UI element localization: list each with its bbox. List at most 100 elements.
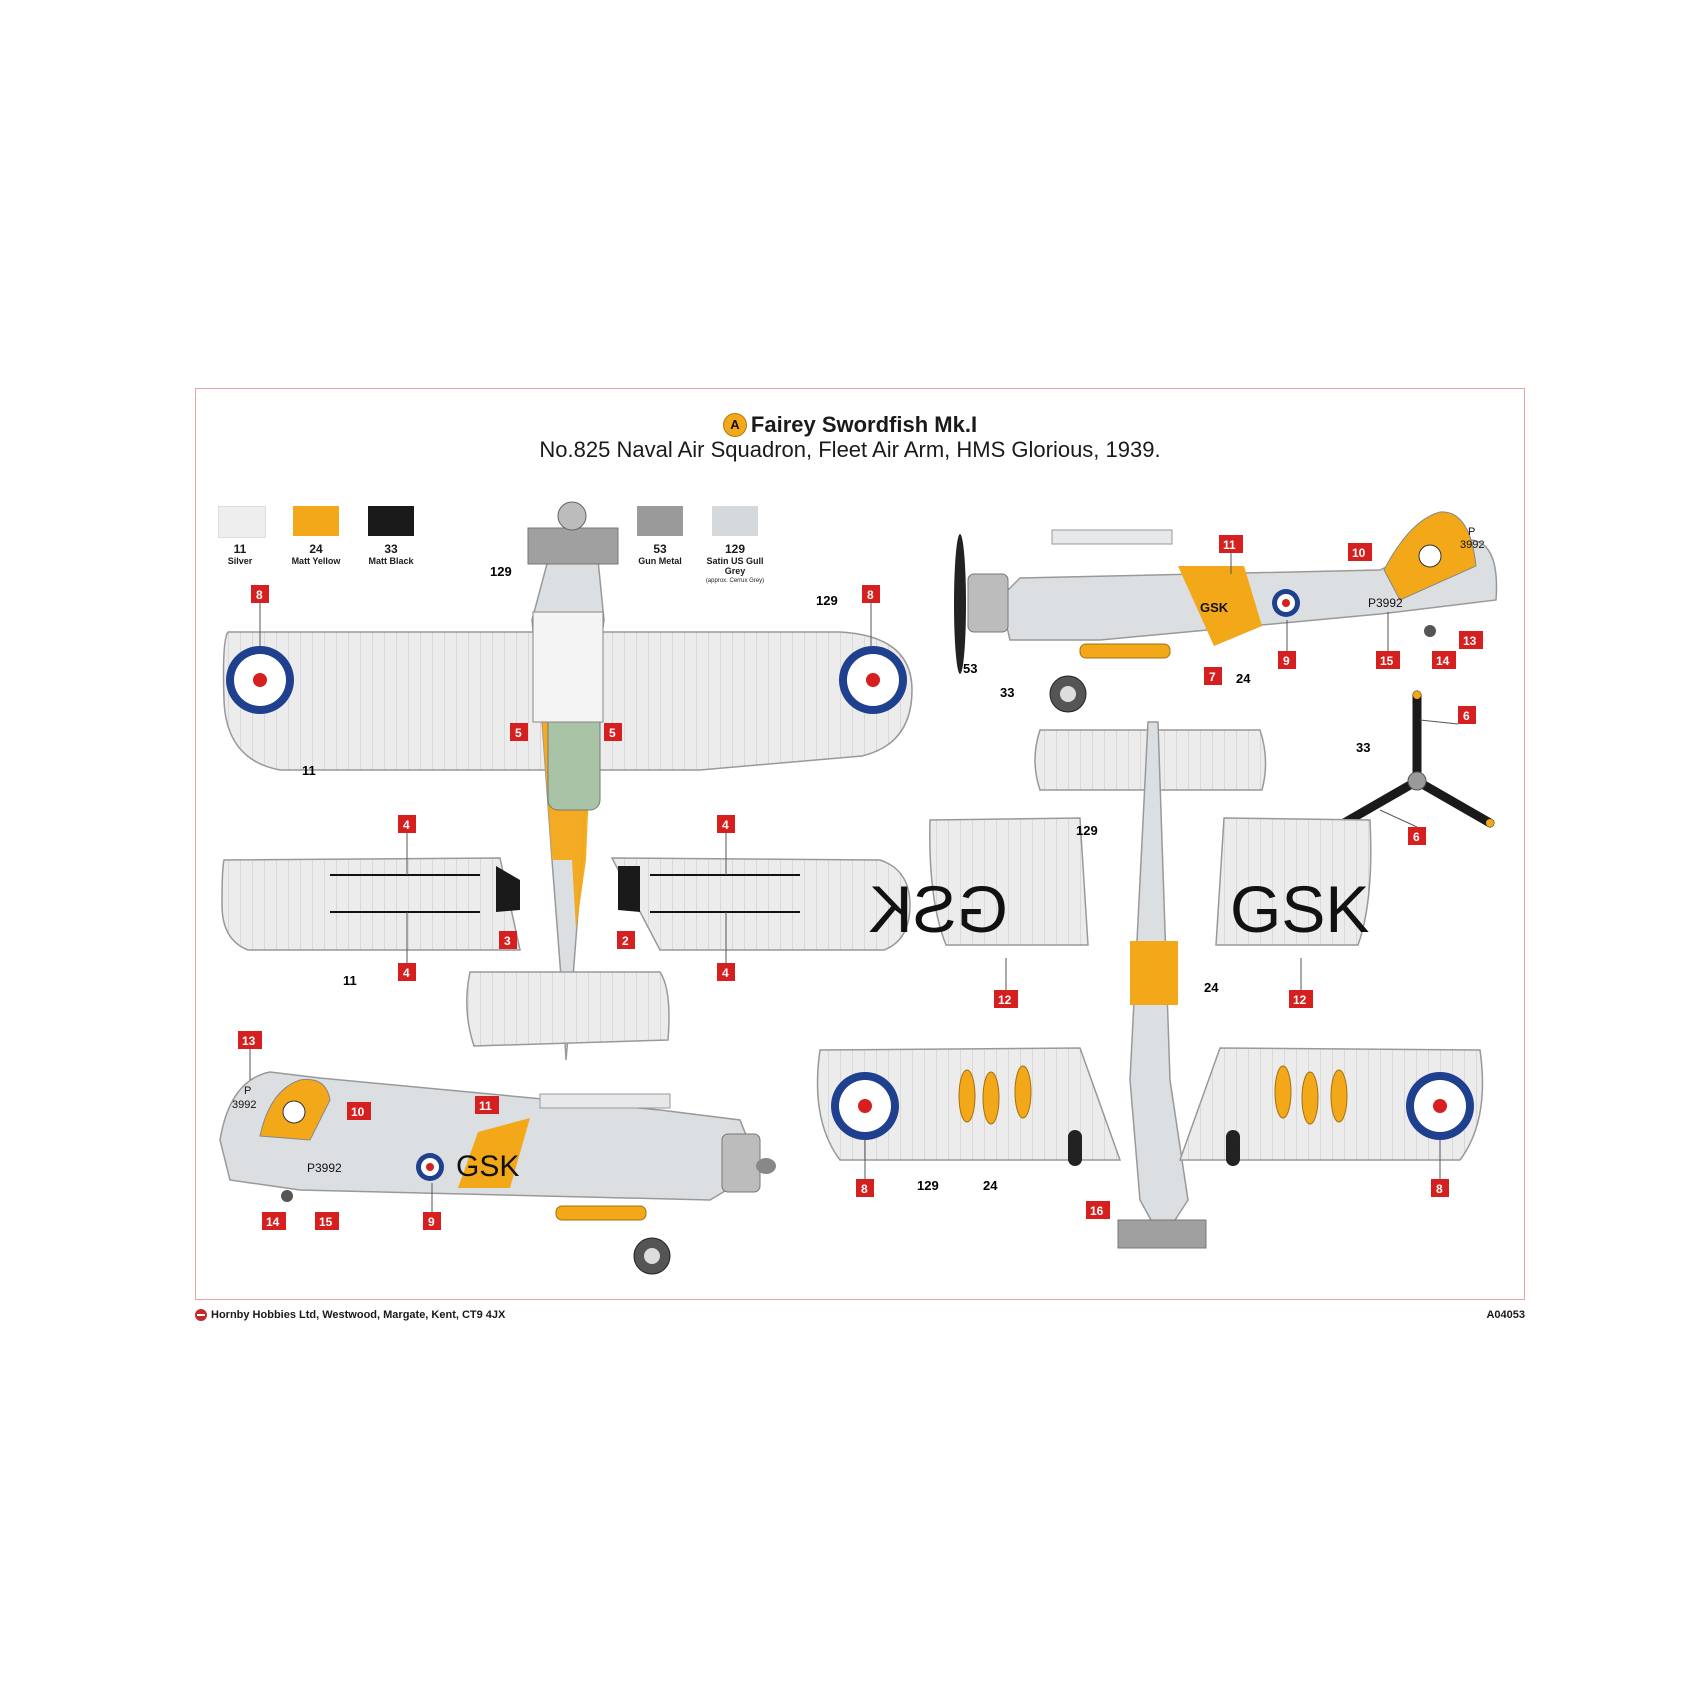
- leader-lines: [249, 553, 1459, 1212]
- callout-8-under-left: 8: [856, 1179, 874, 1197]
- port-upper-wing: [1051, 529, 1173, 545]
- under-wheel-left: [1068, 1130, 1082, 1166]
- swatch-num-black: 33: [384, 542, 398, 556]
- swatch-yellow: [293, 506, 339, 536]
- svg-text:8: 8: [867, 588, 874, 602]
- callout-8-under-right: 8: [1431, 1179, 1449, 1197]
- under-bombs-right: [1274, 1065, 1348, 1125]
- port-fuselage-roundel: [1272, 589, 1300, 617]
- top-engine: [527, 527, 619, 565]
- top-spinner: [557, 501, 587, 531]
- lower-wing-left: [221, 857, 521, 951]
- callout-13-port: 13: [1459, 631, 1483, 649]
- under-wheel-right: [1226, 1130, 1240, 1166]
- svg-text:2: 2: [622, 934, 629, 948]
- svg-text:10: 10: [351, 1105, 365, 1119]
- airfix-logo-icon: [195, 1309, 207, 1321]
- callout-8-top-right: 8: [862, 585, 880, 603]
- prop-blade-3: [1412, 776, 1495, 828]
- port-code: GSK: [1200, 600, 1229, 615]
- variant-badge: A: [722, 413, 747, 437]
- port-squadron-badge: [1418, 544, 1442, 568]
- svg-text:4: 4: [722, 818, 729, 832]
- ref-129-top: 129: [490, 564, 512, 579]
- sheet-border: [195, 388, 1525, 1300]
- ref-11-top: 11: [302, 763, 316, 778]
- swatch-name-gullgrey: Satin US Gull Grey: [706, 556, 764, 576]
- stbd-upper-wing: [539, 1093, 671, 1109]
- svg-text:8: 8: [861, 1182, 868, 1196]
- swatch-num-gullgrey: 129: [724, 542, 746, 556]
- stbd-engine: [721, 1133, 761, 1193]
- wing-root-walk-left: [496, 866, 520, 912]
- swatch-num-gunmetal: 53: [653, 542, 667, 556]
- svg-text:4: 4: [403, 818, 410, 832]
- callout-16: 16: [1086, 1201, 1110, 1219]
- callout-4-a: 4: [398, 815, 416, 833]
- svg-text:12: 12: [1293, 993, 1307, 1007]
- svg-text:11: 11: [1223, 538, 1236, 552]
- svg-text:8: 8: [256, 588, 263, 602]
- swatch-num-silver: 11: [233, 542, 247, 556]
- top-roundel-right: [839, 646, 907, 714]
- stbd-squadron-badge: [282, 1100, 306, 1124]
- stbd-code: GSK: [456, 1150, 519, 1183]
- port-wheel-hub: [1060, 686, 1076, 702]
- callout-11-port: 11: [1219, 535, 1243, 553]
- callout-15-stbd: 15: [315, 1212, 339, 1230]
- svg-text:14: 14: [1436, 654, 1450, 668]
- ref-24-side: 24: [1236, 671, 1251, 686]
- svg-text:15: 15: [1380, 654, 1394, 668]
- under-roundel-left: [831, 1072, 899, 1140]
- subtitle: No.825 Naval Air Squadron, Fleet Air Arm…: [539, 437, 1161, 462]
- svg-text:15: 15: [319, 1215, 333, 1229]
- svg-text:10: 10: [1352, 546, 1366, 560]
- callout-9-stbd: 9: [423, 1212, 441, 1230]
- callout-14-stbd: 14: [262, 1212, 286, 1230]
- stbd-torpedo: [555, 1205, 647, 1221]
- svg-text:5: 5: [515, 726, 522, 740]
- ref-129-wing: 129: [816, 593, 838, 608]
- stbd-fuselage-roundel: [416, 1153, 444, 1181]
- svg-text:6: 6: [1463, 709, 1470, 723]
- callout-5-right: 5: [604, 723, 622, 741]
- prop-blade-2: [1339, 776, 1422, 828]
- svg-text:9: 9: [1283, 654, 1290, 668]
- svg-text:16: 16: [1090, 1204, 1104, 1218]
- under-lower-wing-right-tip: [1215, 817, 1372, 946]
- swatch-black: [368, 506, 414, 536]
- stbd-serial: P3992: [307, 1161, 342, 1175]
- svg-text:4: 4: [403, 966, 410, 980]
- page-title: A Fairey Swordfish Mk.I: [722, 412, 978, 438]
- lower-wing-right: [610, 857, 911, 951]
- title-text: Fairey Swordfish Mk.I: [750, 412, 978, 437]
- port-serial: P3992: [1368, 596, 1403, 610]
- under-code-right: GSK: [1230, 872, 1369, 946]
- svg-text:13: 13: [242, 1034, 256, 1048]
- svg-text:13: 13: [1463, 634, 1477, 648]
- callout-9-port: 9: [1278, 651, 1296, 669]
- stbd-wheel-hub: [644, 1248, 660, 1264]
- callout-13-stbd: 13: [238, 1031, 262, 1049]
- svg-text:6: 6: [1413, 830, 1420, 844]
- callout-12-left: 12: [994, 990, 1018, 1008]
- callout-4-c: 4: [717, 815, 735, 833]
- svg-text:12: 12: [998, 993, 1012, 1007]
- port-torpedo: [1079, 643, 1171, 659]
- callout-12-right: 12: [1289, 990, 1313, 1008]
- port-fin-number: 3992: [1460, 539, 1484, 551]
- ref-24-under-wing: 24: [983, 1178, 998, 1193]
- callout-8-top-left: 8: [251, 585, 269, 603]
- swatch-name-gunmetal: Gun Metal: [638, 556, 682, 566]
- ref-33-wheel: 33: [1000, 685, 1014, 700]
- port-engine: [967, 573, 1009, 633]
- stbd-fin-number: 3992: [232, 1099, 256, 1111]
- callout-6-bottom: 6: [1408, 827, 1426, 845]
- callout-10-port: 10: [1348, 543, 1372, 561]
- callout-3: 3: [499, 931, 517, 949]
- ref-129-under: 129: [1076, 823, 1098, 838]
- prop-hub: [1407, 771, 1427, 791]
- svg-text:11: 11: [479, 1099, 492, 1113]
- swatch-silver: [218, 506, 266, 538]
